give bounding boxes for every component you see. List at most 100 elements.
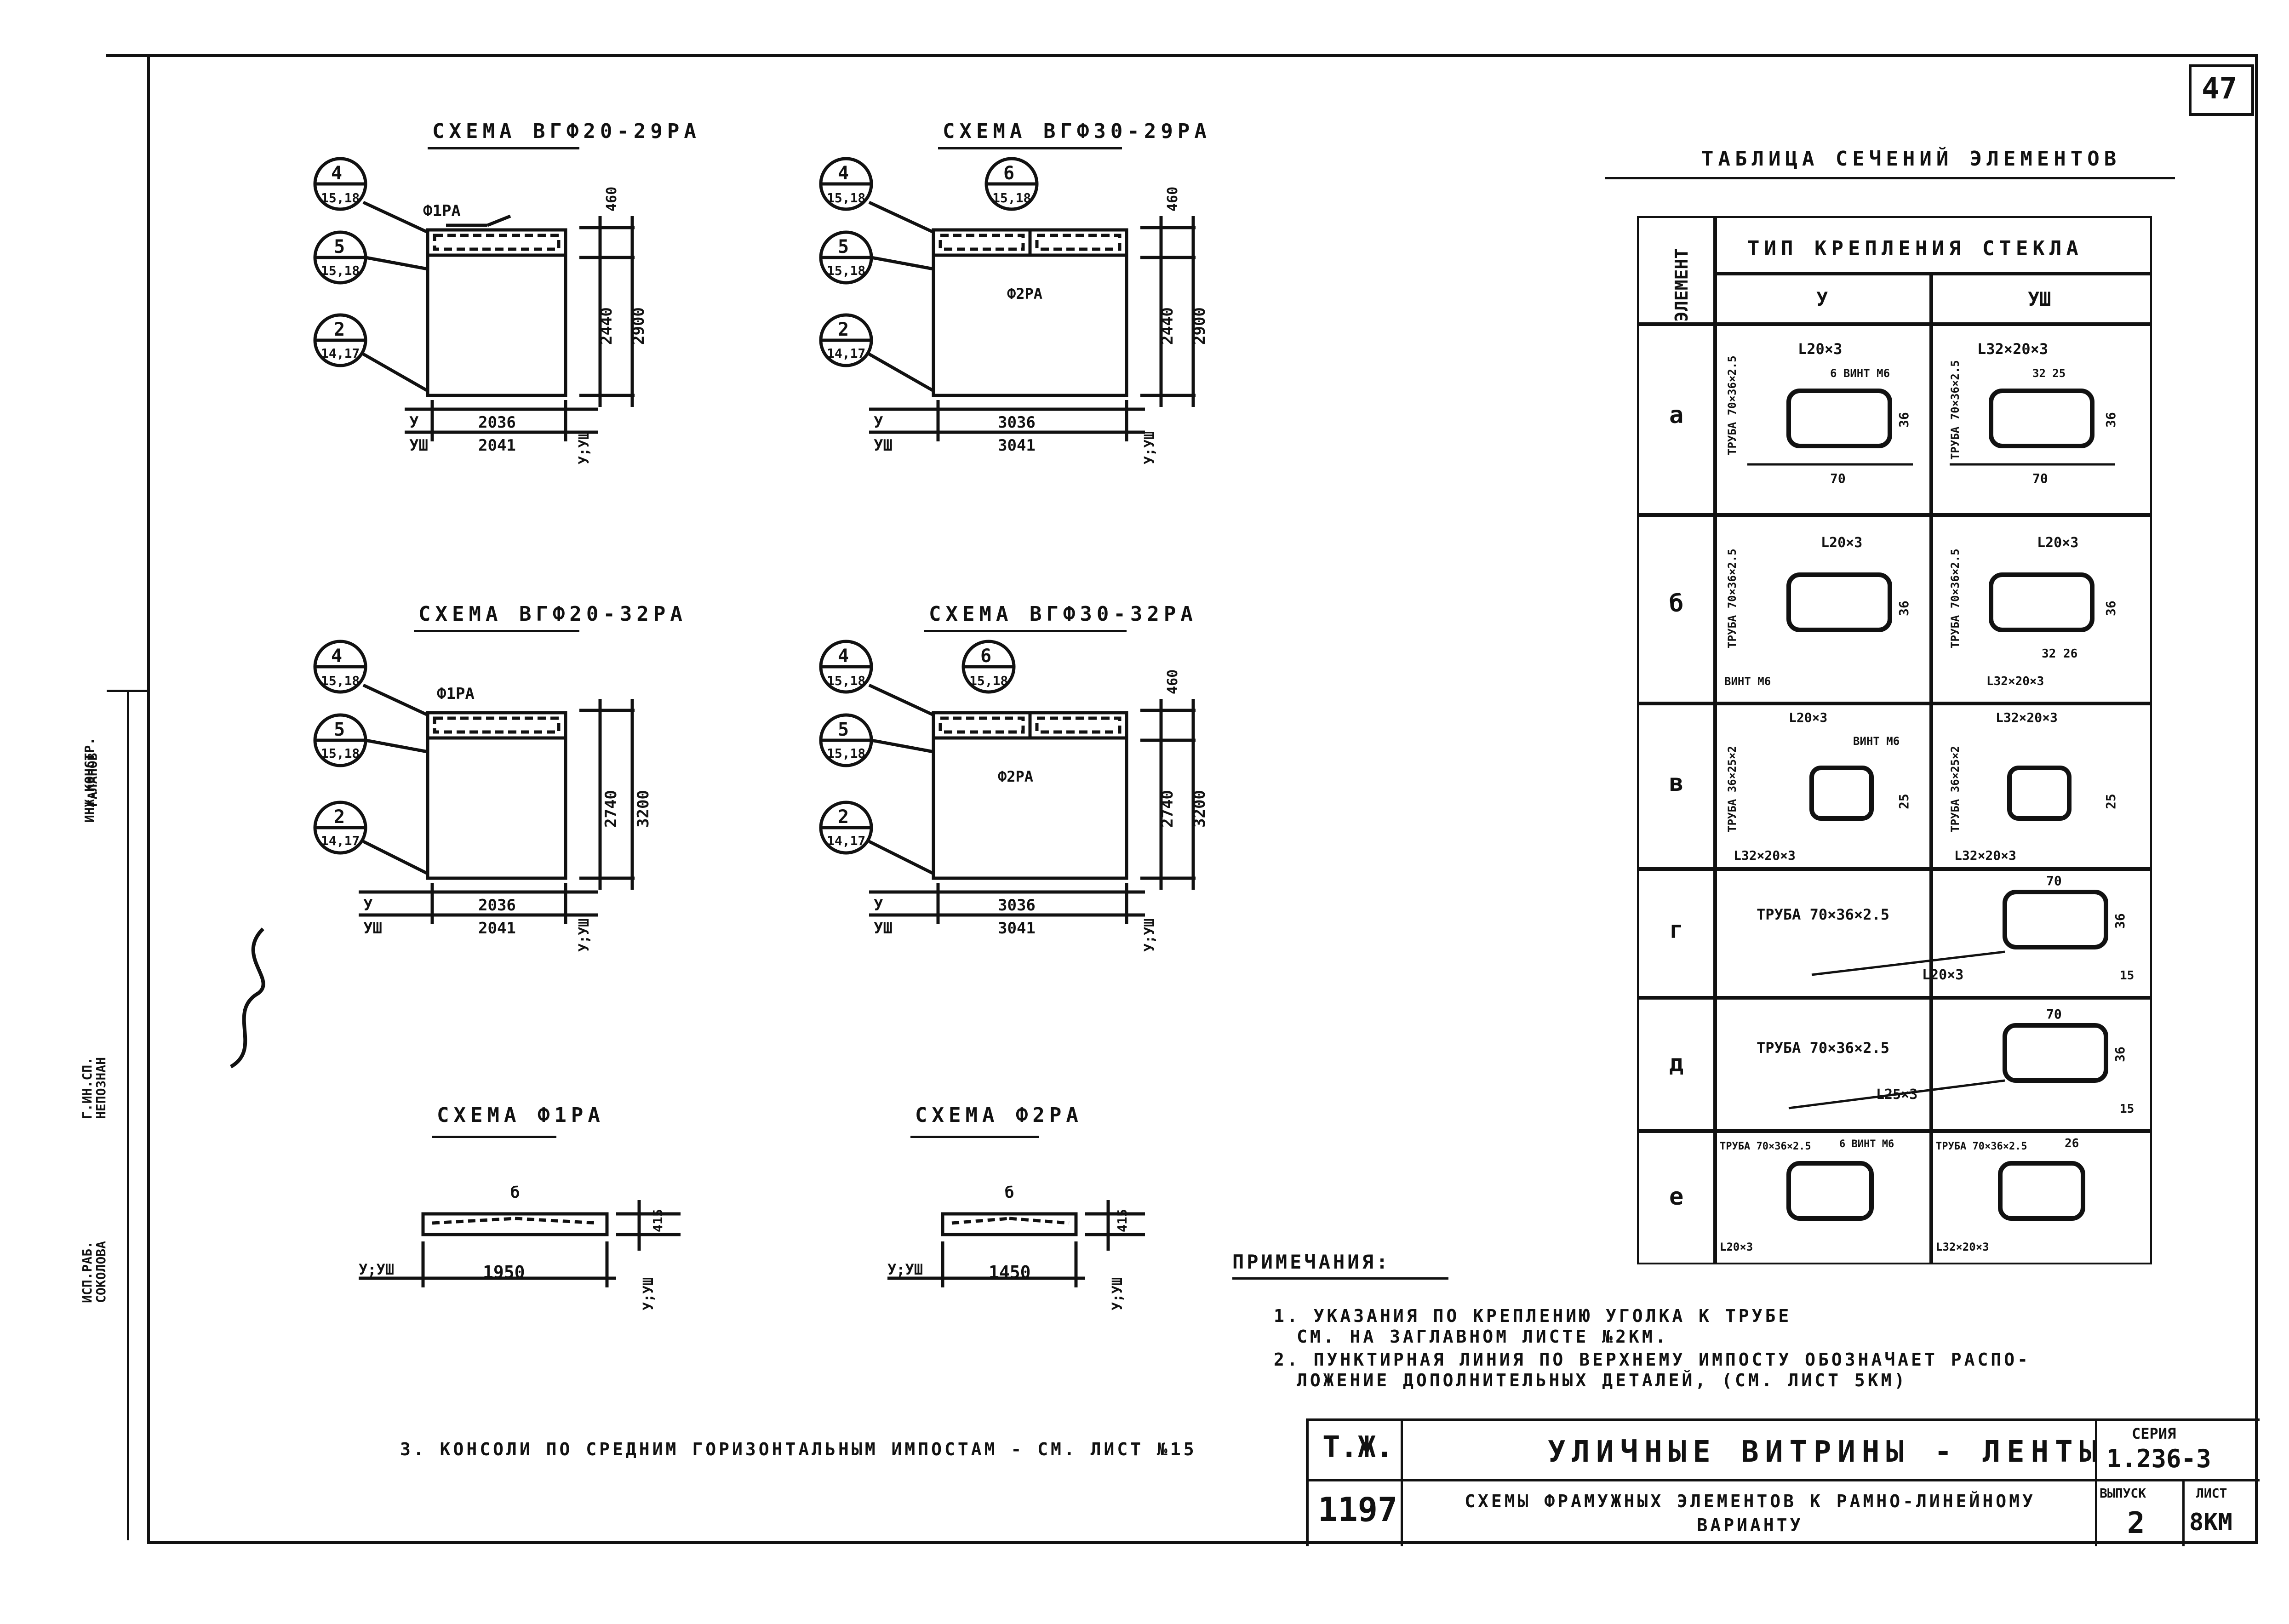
row1-value: 2036 <box>478 896 516 915</box>
side-label: У;УШ <box>641 1277 657 1310</box>
row1-label: У <box>874 896 883 915</box>
row-elem-e: е <box>1669 1183 1683 1211</box>
row-elem-a: а <box>1669 401 1683 429</box>
row-e-ysh-dim: 26 <box>2065 1137 2079 1150</box>
callout-2-n: 2 <box>838 319 849 340</box>
callout-2-s: 14,17 <box>321 346 360 361</box>
callout-5-n: 5 <box>838 236 849 257</box>
callout-4-s: 15,18 <box>827 673 865 688</box>
scheme-label-top: Ф1РА <box>423 202 461 220</box>
title-org: Т.Ж. <box>1322 1430 1394 1464</box>
row-e-ysh-bottom: L32×20×3 <box>1936 1241 1989 1253</box>
small-scheme-2-title: СХЕМА Ф2РА <box>915 1104 1083 1127</box>
row1-value: 2036 <box>478 413 516 432</box>
title-code: 1197 <box>1318 1490 1398 1529</box>
scheme-4-title: СХЕМА ВГФ30-32РА <box>929 602 1197 626</box>
row1-label: У <box>363 896 372 915</box>
row-a-ysh-side: ТРУБА 70×36×2.5 <box>1949 360 1962 460</box>
row1-value: 3036 <box>998 413 1036 432</box>
issue-label: ВЫПУСК <box>2100 1486 2146 1501</box>
dim-outer: 3200 <box>634 790 652 828</box>
row-v-ysh-bottom: L32×20×3 <box>1954 848 2016 863</box>
margin-name-2: НЕПОЗНАН <box>93 1057 109 1119</box>
row-g-dim3: 15 <box>2120 969 2134 983</box>
row-label: У;УШ <box>359 1261 394 1278</box>
row2-value: 3041 <box>998 436 1036 455</box>
scheme-4: СХЕМА ВГФ30-32РА 4 15,18 <box>805 589 1310 979</box>
section-table: ЭЛЕМЕНТ ТИП КРЕПЛЕНИЯ СТЕКЛА У УШ а б в … <box>1637 216 2152 1264</box>
side-label: У;УШ <box>576 919 592 952</box>
side-label: У;УШ <box>1142 431 1158 464</box>
row2-value: 2041 <box>478 436 516 455</box>
row-v-y-top: L20×3 <box>1789 710 1827 725</box>
callout-2-n: 2 <box>334 319 345 340</box>
notes-heading: ПРИМЕЧАНИЯ: <box>1232 1251 1391 1273</box>
row1-label: У <box>874 413 883 432</box>
dim-top: 460 <box>1165 669 1181 694</box>
row-b-ysh-dim1: 36 <box>2103 600 2118 616</box>
callout-6-n: 6 <box>1003 163 1014 184</box>
row-d-text2: L25×3 <box>1876 1086 1917 1103</box>
row-a-y-dim2: 70 <box>1830 471 1846 486</box>
note-1b: СМ. НА ЗАГЛАВНОМ ЛИСТЕ №2КМ. <box>1297 1327 1669 1347</box>
note-1a: 1. УКАЗАНИЯ ПО КРЕПЛЕНИЮ УГОЛКА К ТРУБЕ <box>1274 1306 1792 1326</box>
dim-inner: 2740 <box>602 790 620 828</box>
scheme-2: СХЕМА ВГФ30-29РА 4 15,18 <box>805 106 1310 497</box>
table-title-underline <box>1605 177 2175 179</box>
scheme-label-top: Ф1РА <box>437 685 475 703</box>
callout-2-s: 14,17 <box>827 833 865 848</box>
frame-right <box>2255 54 2258 1544</box>
callout-5-n: 5 <box>838 719 849 740</box>
row-b-ysh-extra: L32×20×3 <box>1986 675 2044 688</box>
row-e-ysh-top: ТРУБА 70×36×2.5 <box>1936 1141 2027 1152</box>
callout-6-n: 6 <box>980 646 991 667</box>
row-label: У;УШ <box>887 1261 923 1278</box>
dim-outer: 2900 <box>629 307 648 345</box>
row-b-ysh-side: ТРУБА 70×36×2.5 <box>1949 549 1962 648</box>
side-label: У;УШ <box>576 431 592 464</box>
callout-5-n: 5 <box>334 236 345 257</box>
note-3: 3. КОНСОЛИ ПО СРЕДНИМ ГОРИЗОНТАЛЬНЫМ ИМП… <box>400 1439 1197 1459</box>
row-elem-v: в <box>1669 769 1683 797</box>
row1-label: У <box>409 413 418 432</box>
scheme-1: СХЕМА ВГФ20-29РА 4 15,18 5 1 <box>294 106 754 497</box>
title-block: Т.Ж. 1197 УЛИЧНЫЕ ВИТРИНЫ - ЛЕНТЫ СХЕМЫ … <box>1306 1418 2260 1546</box>
row-elem-d: д <box>1669 1050 1683 1077</box>
title-main: УЛИЧНЫЕ ВИТРИНЫ - ЛЕНТЫ <box>1548 1435 2104 1469</box>
sheet-value: 8КМ <box>2189 1509 2232 1536</box>
row2-label: УШ <box>409 436 428 455</box>
dim-inner: 2440 <box>597 307 616 345</box>
page-number-box: 47 <box>2189 64 2254 116</box>
col-y: У <box>1816 288 1828 310</box>
frame-bottom <box>147 1541 2258 1544</box>
row-v-y-dim1: 25 <box>1896 794 1911 809</box>
row-v-y-bottom: L32×20×3 <box>1734 848 1796 863</box>
callout-2-s: 14,17 <box>321 833 360 848</box>
row2-label: УШ <box>874 436 893 455</box>
callout-2-n: 2 <box>838 806 849 828</box>
row-b-y-extra: ВИНТ М6 <box>1724 675 1771 688</box>
callout-4-n: 4 <box>838 163 849 184</box>
sheet-label: ЛИСТ <box>2196 1486 2227 1501</box>
callout-4-n: 4 <box>331 646 342 667</box>
dim-inner: 2440 <box>1158 307 1177 345</box>
row-d-text1: ТРУБА 70×36×2.5 <box>1757 1039 1889 1057</box>
length-value: 1950 <box>483 1262 525 1282</box>
callout-4-s: 15,18 <box>321 190 360 206</box>
row-a-y-extra: 6 ВИНТ М6 <box>1830 367 1890 380</box>
row-g-dim1: 70 <box>2046 873 2062 888</box>
callout-6-s: 15,18 <box>992 190 1031 206</box>
row-a-ysh-dim2: 70 <box>2032 471 2048 486</box>
callout-2-s: 14,17 <box>827 346 865 361</box>
row2-value: 2041 <box>478 919 516 938</box>
margin-name-3: СОКОЛОВА <box>93 1241 109 1303</box>
scheme-1-title: СХЕМА ВГФ20-29РА <box>432 120 701 143</box>
callout-5-s: 15,18 <box>321 263 360 278</box>
callout-5-s: 15,18 <box>827 263 865 278</box>
row-d-dim1: 70 <box>2046 1006 2062 1022</box>
row-b-y-side: ТРУБА 70×36×2.5 <box>1726 549 1739 648</box>
page-number: 47 <box>2202 72 2237 106</box>
row-d-dim3: 15 <box>2120 1102 2134 1116</box>
dim-outer: 2900 <box>1190 307 1209 345</box>
height-value: 415 <box>1115 1209 1130 1232</box>
